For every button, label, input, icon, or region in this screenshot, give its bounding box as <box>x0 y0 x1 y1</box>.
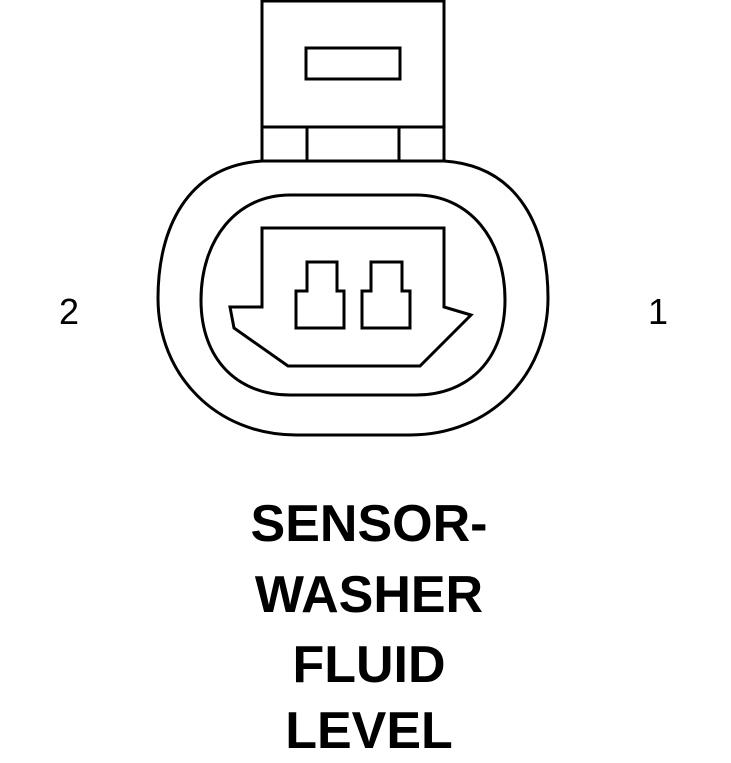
title-line-1: SENSOR- <box>251 495 488 553</box>
terminal-cavity-2 <box>294 260 346 330</box>
title-line-2: WASHER <box>255 566 483 624</box>
connector-inner-cavity <box>199 193 507 397</box>
component-title: SENSOR- WASHER FLUID LEVEL <box>251 495 488 760</box>
tab-slot <box>304 46 402 81</box>
terminal-cavity-1 <box>360 260 412 330</box>
pin-label-2: 2 <box>59 291 79 332</box>
pin-label-1: 1 <box>648 291 668 332</box>
title-line-3: FLUID <box>292 636 445 694</box>
terminal-keying-profile <box>228 226 474 368</box>
connector-outer-housing <box>156 159 550 437</box>
locking-tab <box>260 0 446 163</box>
title-line-4: LEVEL <box>285 702 453 760</box>
